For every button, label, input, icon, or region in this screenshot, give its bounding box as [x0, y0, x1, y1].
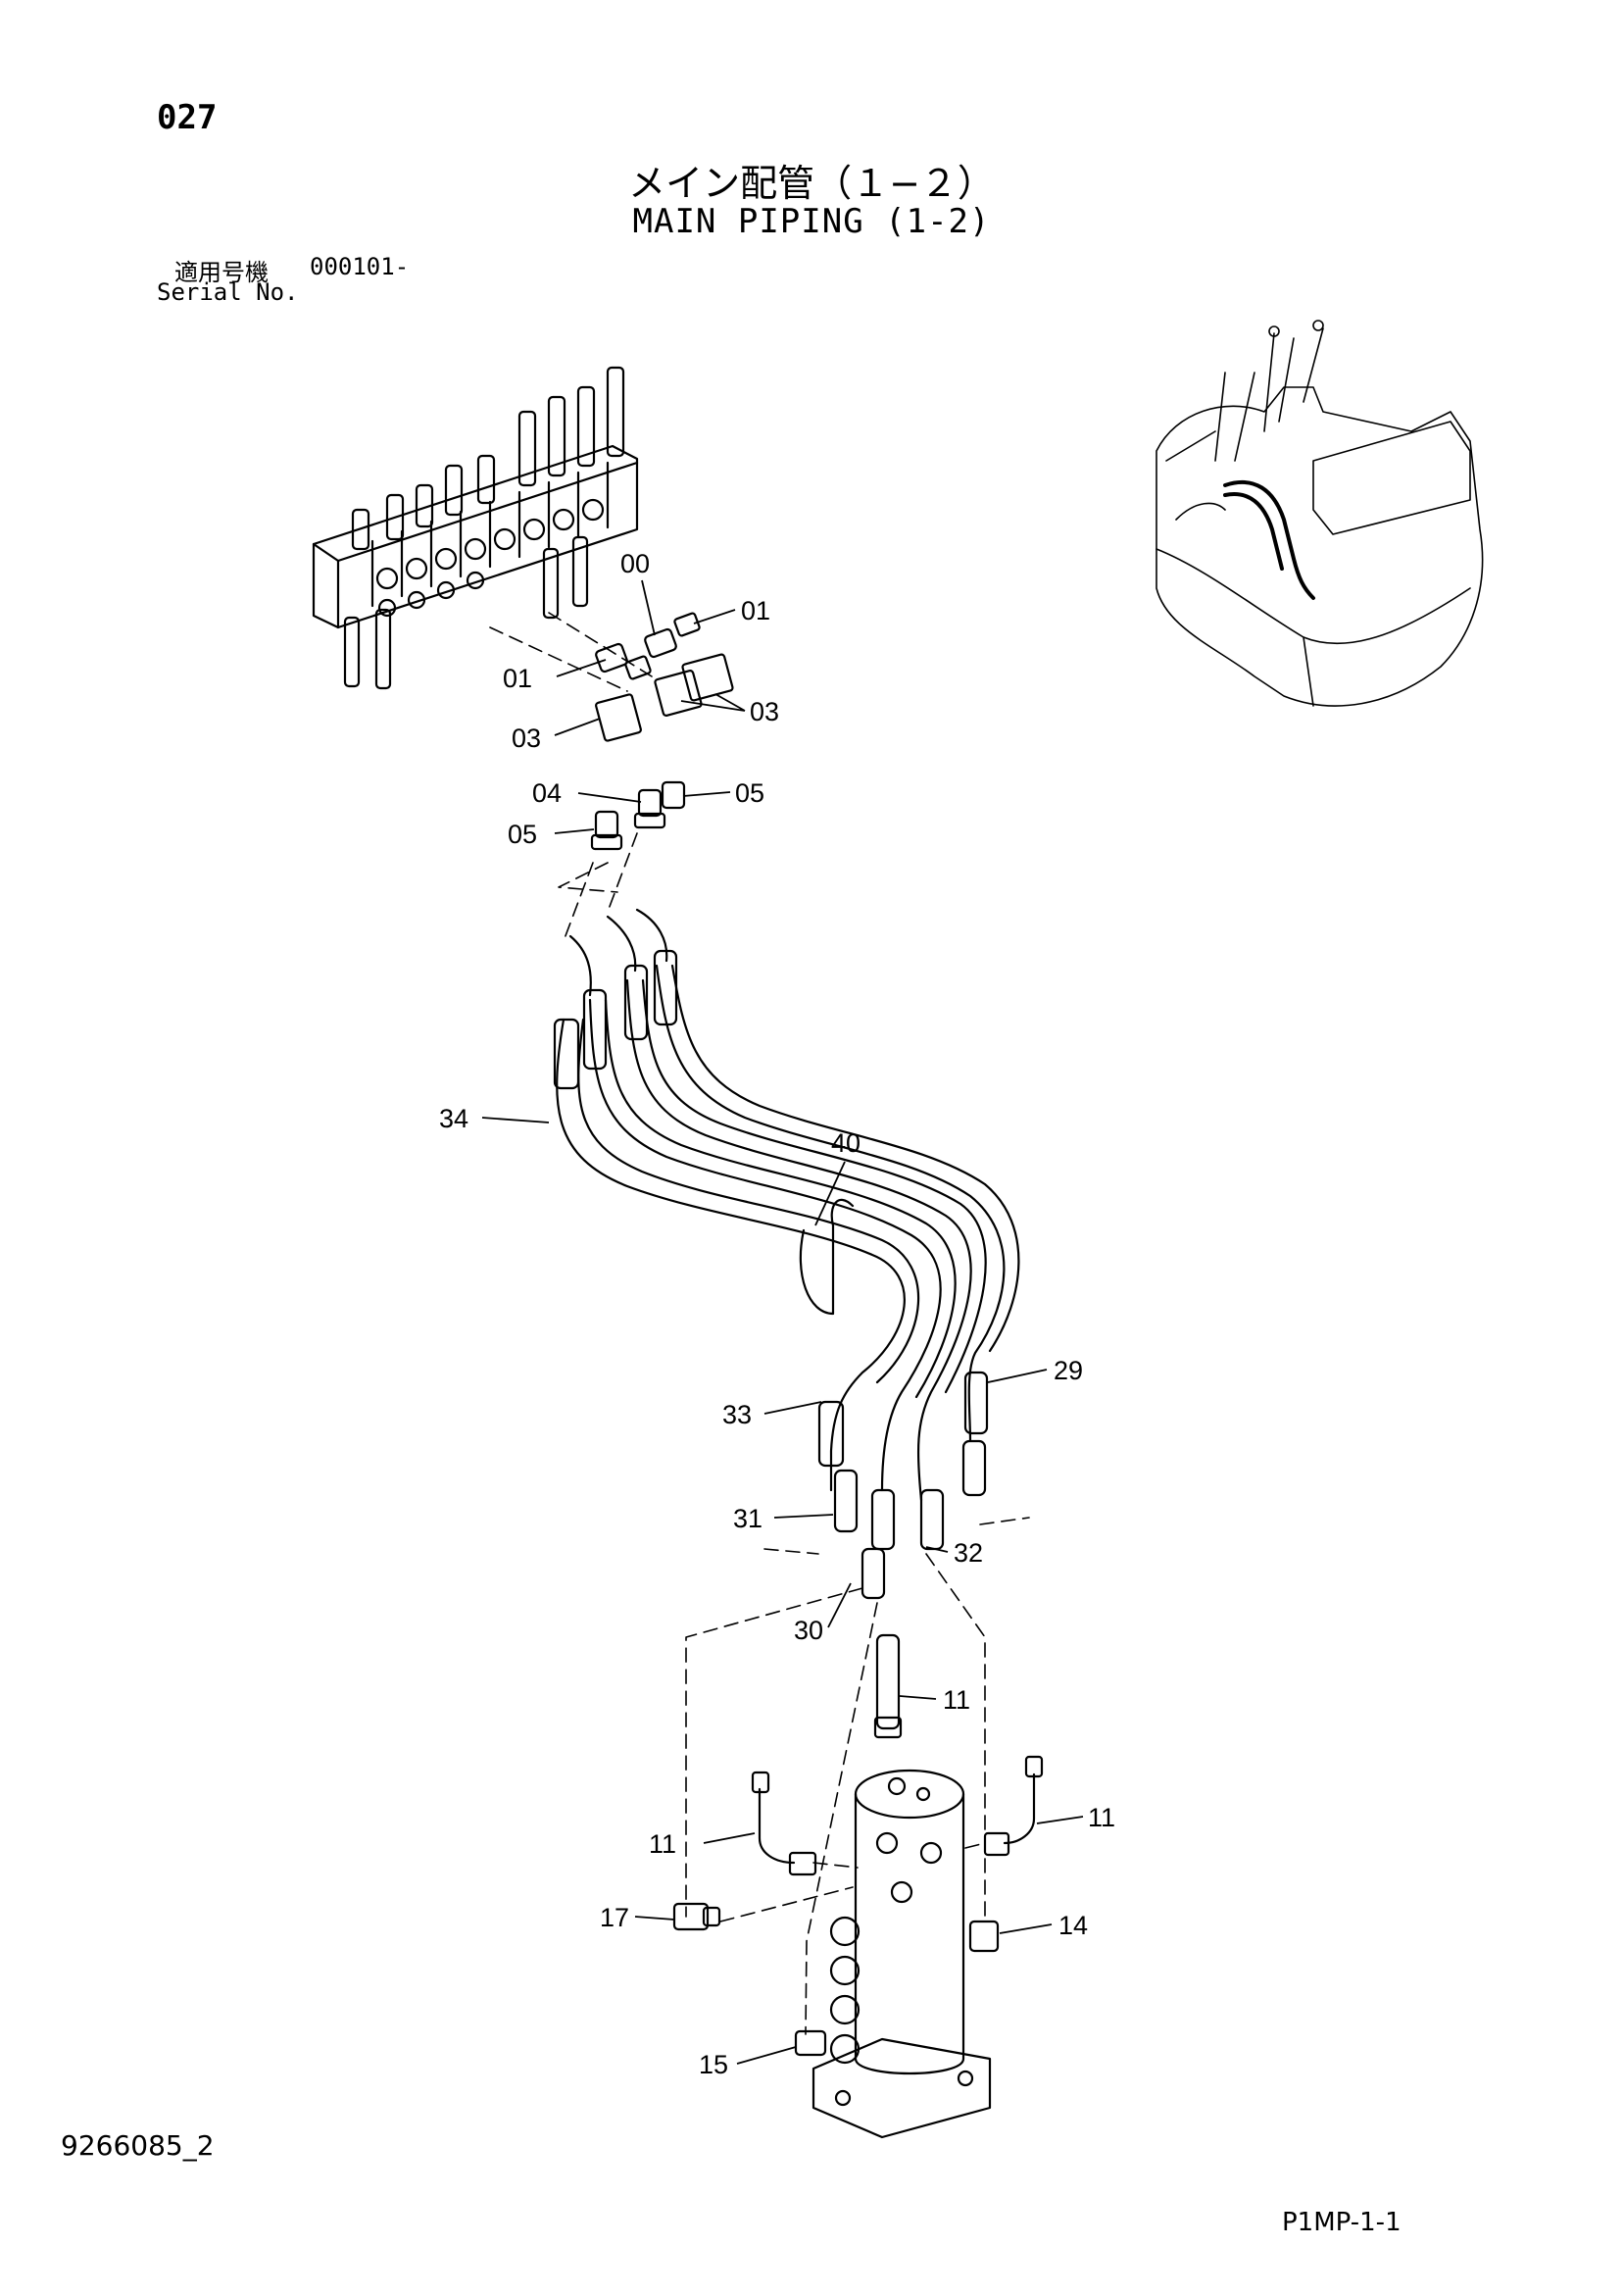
control-valve-block: [312, 366, 639, 690]
assembly-lines: [489, 612, 1030, 2035]
fittings-group-lower: [590, 780, 686, 851]
callout-labels: 00 01 01 03 03 04 05 05 34 40 29 33 31 3…: [439, 549, 1115, 2079]
serial-label-japanese: 適用号機: [174, 259, 269, 286]
callout-05-left: 05: [508, 820, 537, 849]
callout-01-left: 01: [503, 664, 532, 693]
machine-location-inset: [1156, 320, 1484, 707]
callout-30: 30: [794, 1616, 823, 1645]
callout-03-left: 03: [512, 724, 541, 753]
hose-bundle: [553, 908, 1020, 1600]
callout-11-top: 11: [943, 1685, 970, 1715]
callout-17: 17: [600, 1903, 629, 1932]
drawing-number: 9266085_2: [61, 2129, 215, 2162]
fittings-group-upper: [595, 612, 734, 742]
callout-14: 14: [1058, 1911, 1088, 1940]
title-japanese: メイン配管（１−２）: [628, 162, 995, 205]
leader-lines: [481, 579, 1084, 2065]
serial-label-english: Serial No.: [157, 278, 299, 306]
callout-29: 29: [1054, 1356, 1083, 1385]
callout-31: 31: [733, 1504, 762, 1533]
sheet-code: P1MP-1-1: [1282, 2208, 1402, 2237]
callout-05-right: 05: [735, 778, 764, 808]
callout-00: 00: [620, 549, 650, 578]
callout-11-right: 11: [1088, 1803, 1115, 1832]
callout-01-right: 01: [741, 596, 770, 625]
title-english: MAIN PIPING (1-2): [632, 202, 991, 241]
callout-33: 33: [722, 1400, 752, 1429]
callout-04: 04: [532, 778, 562, 808]
swivel-joint: [672, 1633, 1044, 2139]
callout-11-left: 11: [649, 1829, 676, 1859]
callout-15: 15: [699, 2050, 728, 2079]
callout-40: 40: [831, 1128, 861, 1158]
callout-34: 34: [439, 1104, 468, 1133]
callout-03-right: 03: [750, 697, 779, 726]
page-number: 027: [157, 98, 218, 137]
callout-32: 32: [954, 1538, 983, 1568]
serial-value: 000101-: [310, 253, 410, 280]
